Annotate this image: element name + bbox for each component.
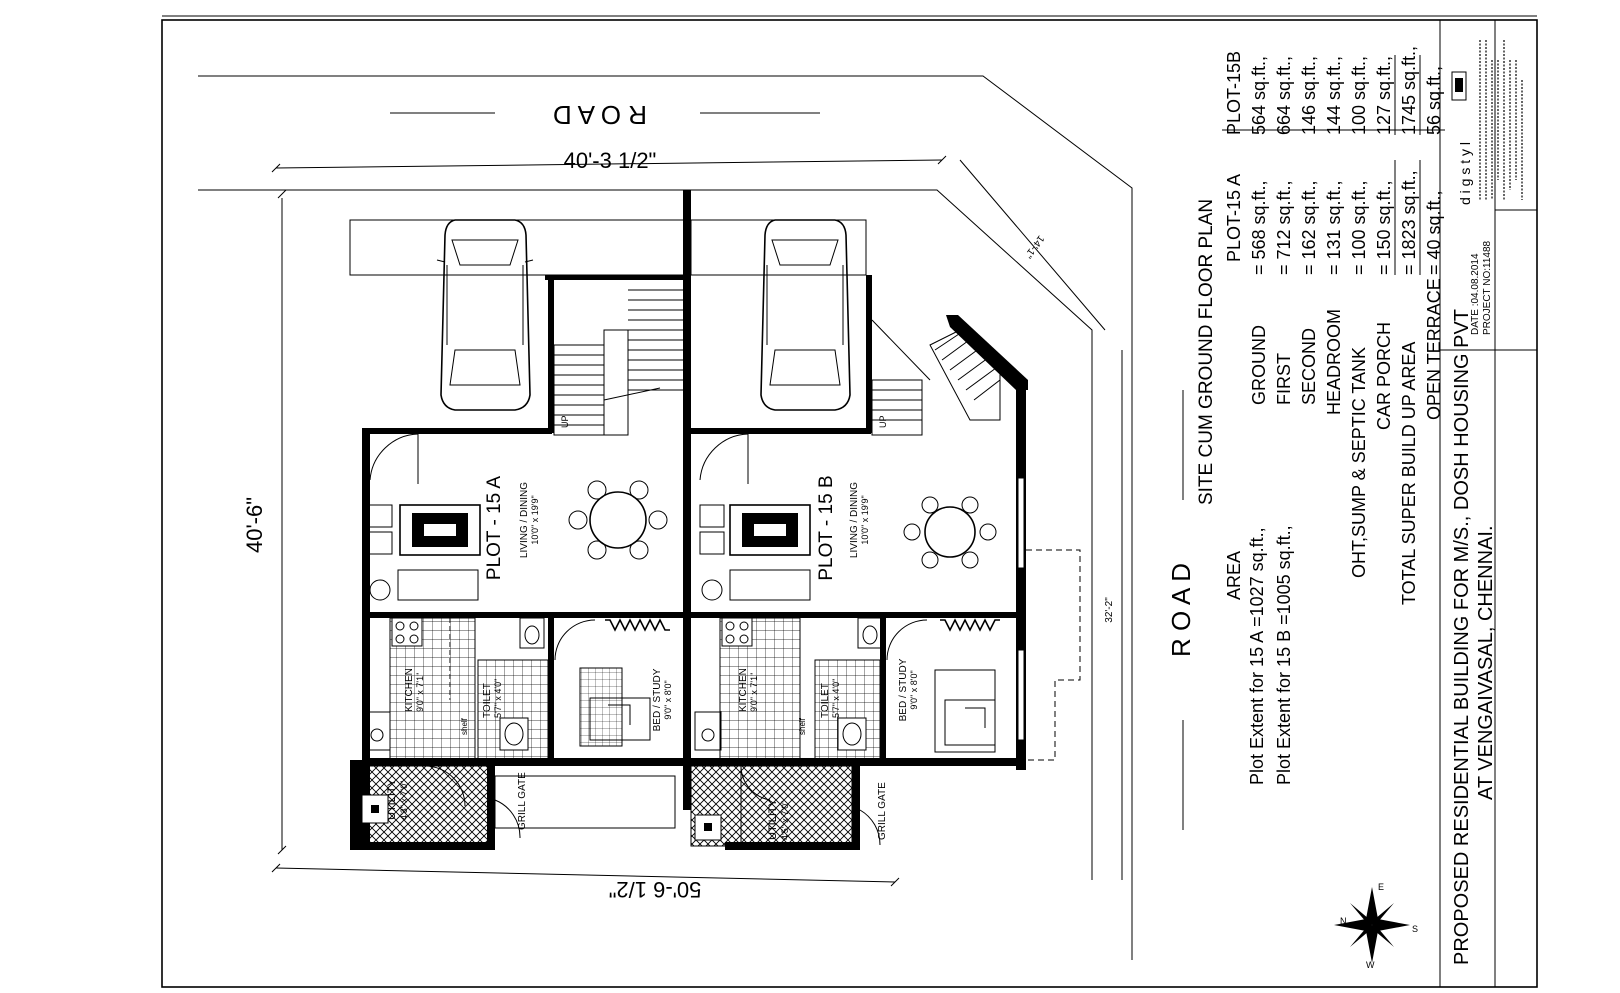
plot-b-utility-label: UTILITY (767, 798, 779, 840)
plot-b-kitchen-size: 9'0" x 7'1" (749, 673, 759, 712)
compass-e-label: E (1378, 882, 1384, 892)
dining-table-icon (568, 480, 668, 560)
area-row-3-b: 144 sq.ft., (1324, 56, 1344, 135)
plot-15b: UP (690, 219, 1081, 850)
project-title-line1: PROPOSED RESIDENTIAL BUILDING FOR M/S., … (1451, 309, 1473, 965)
compass-s-label: S (1412, 924, 1418, 934)
plot-b-kitchen-label: KITCHEN (738, 668, 749, 712)
plot-b-toilet-size: 5'7" x 4'0" (831, 679, 841, 718)
car-icon (436, 219, 534, 411)
area-table: GROUND = 568 sq.ft., 564 sq.ft., FIRST =… (1222, 46, 1445, 605)
plot-b-up-label: UP (878, 415, 888, 428)
firm-logo-icon (1451, 40, 1523, 200)
area-col-b-header: PLOT-15B (1224, 51, 1244, 135)
sheet-border (161, 15, 1538, 988)
dimension-right-lower: 32'-2" (1104, 597, 1115, 623)
area-row-2-label: SECOND (1299, 328, 1319, 405)
dimension-bottom: 50'-6 1/2" (609, 877, 702, 902)
area-row-6-b: 1745 sq.ft., (1399, 46, 1419, 135)
project-number: PROJECT NO:11488 (1482, 240, 1493, 335)
plot-b-bed-size: 9'0" x 8'0" (909, 670, 919, 709)
area-row-2-b: 146 sq.ft., (1299, 56, 1319, 135)
area-heading: AREA (1224, 551, 1244, 600)
car-icon (760, 219, 851, 411)
area-col-a-header: PLOT-15 A (1224, 174, 1244, 262)
dimension-top: 40'-3 1/2" (564, 148, 657, 173)
plot-a-living-label: LIVING / DINING (519, 482, 530, 558)
plot-a-label: PLOT - 15 A (484, 476, 505, 581)
dimension-left: 40'-6" (242, 497, 267, 553)
area-row-4-a: = 100 sq.ft., (1349, 180, 1369, 275)
compass-n-label: N (1340, 916, 1347, 926)
area-row-3-label: HEADROOM (1324, 309, 1344, 415)
plot-a-up-label: UP (560, 415, 570, 428)
area-row-4-label: OHT,SUMP & SEPTIC TANK (1349, 347, 1369, 578)
area-row-2-a: = 162 sq.ft., (1299, 180, 1319, 275)
road-top-label: R O A D (553, 100, 647, 130)
plot-a-living-size: 10'0" x 19'9" (530, 495, 540, 544)
project-title-line2: AT VENGAIVASAL, CHENNAI. (1475, 525, 1497, 800)
area-row-5-b: 127 sq.ft., (1374, 56, 1394, 135)
area-row-1-a: = 712 sq.ft., (1274, 180, 1294, 275)
plot-a-toilet-size: 5'7" x 4'0" (493, 679, 503, 718)
area-row-4-b: 100 sq.ft., (1349, 56, 1369, 135)
area-row-7-b: 56 sq.ft., (1424, 66, 1444, 135)
area-row-6-a: = 1823 sq.ft., (1399, 170, 1419, 275)
plot-a-kitchen-label: KITCHEN (404, 668, 415, 712)
plot-b-living-size: 10'0" x 19'9" (860, 495, 870, 544)
area-row-7-a: = 40 sq.ft., (1424, 190, 1444, 275)
area-row-0-b: 564 sq.ft., (1249, 56, 1269, 135)
plot-a-toilet-label: TOILET (482, 683, 493, 718)
plot-b-grill-gate-label: GRILL GATE (877, 782, 888, 840)
plot-b-toilet-label: TOILET (820, 683, 831, 718)
plot-b-shelf-label: shelf (798, 717, 807, 735)
dining-table-icon (903, 496, 997, 569)
dimension-lines (271, 155, 1123, 887)
plot-a-grill-gate-label: GRILL GATE (517, 772, 528, 830)
plot-b-bed-label: BED / STUDY (898, 658, 909, 721)
plot-a-bed-size: 9'0" x 8'0" (663, 680, 673, 719)
plot-b-label: PLOT - 15 B (816, 475, 837, 580)
plan-title: SITE CUM GROUND FLOOR PLAN (1196, 199, 1217, 505)
plot-extent-b: Plot Extent for 15 B =1005 sq.ft., (1274, 525, 1294, 785)
area-row-5-label: CAR PORCH (1374, 322, 1394, 430)
plot-b-living-label: LIVING / DINING (849, 482, 860, 558)
plot-a-kitchen-size: 9'0" x 7'1" (415, 673, 425, 712)
plot-b-utility-size: 4'5" x 7'0" (780, 801, 790, 840)
plot-15a: UP (349, 190, 691, 850)
north-compass-icon (1334, 887, 1410, 963)
plot-a-utility-label: UTILITY (386, 778, 398, 820)
plot-extent-a: Plot Extent for 15 A =1027 sq.ft., (1247, 527, 1267, 785)
area-row-1-b: 664 sq.ft., (1274, 56, 1294, 135)
compass-w-label: W (1366, 960, 1375, 970)
project-date: DATE :04.08.2014 (1470, 253, 1481, 335)
area-row-5-a: = 150 sq.ft., (1374, 180, 1394, 275)
area-row-6-label: TOTAL SUPER BUILD UP AREA (1399, 342, 1419, 605)
plot-a-bed-label: BED / STUDY (652, 668, 663, 731)
plot-a-shelf-label: shelf (460, 717, 469, 735)
firm-name: d i g s t y l (1457, 142, 1473, 205)
area-row-0-a: = 568 sq.ft., (1249, 180, 1269, 275)
area-row-3-a: = 131 sq.ft., (1324, 180, 1344, 275)
road-right-label: R O A D (1166, 563, 1196, 657)
area-row-1-label: FIRST (1274, 353, 1294, 405)
area-row-0-label: GROUND (1249, 325, 1269, 405)
road-boundaries (198, 75, 1184, 960)
area-row-7-label: OPEN TERRACE (1424, 278, 1444, 420)
plot-a-utility-size: 4'3" x 7'0" (399, 781, 409, 820)
